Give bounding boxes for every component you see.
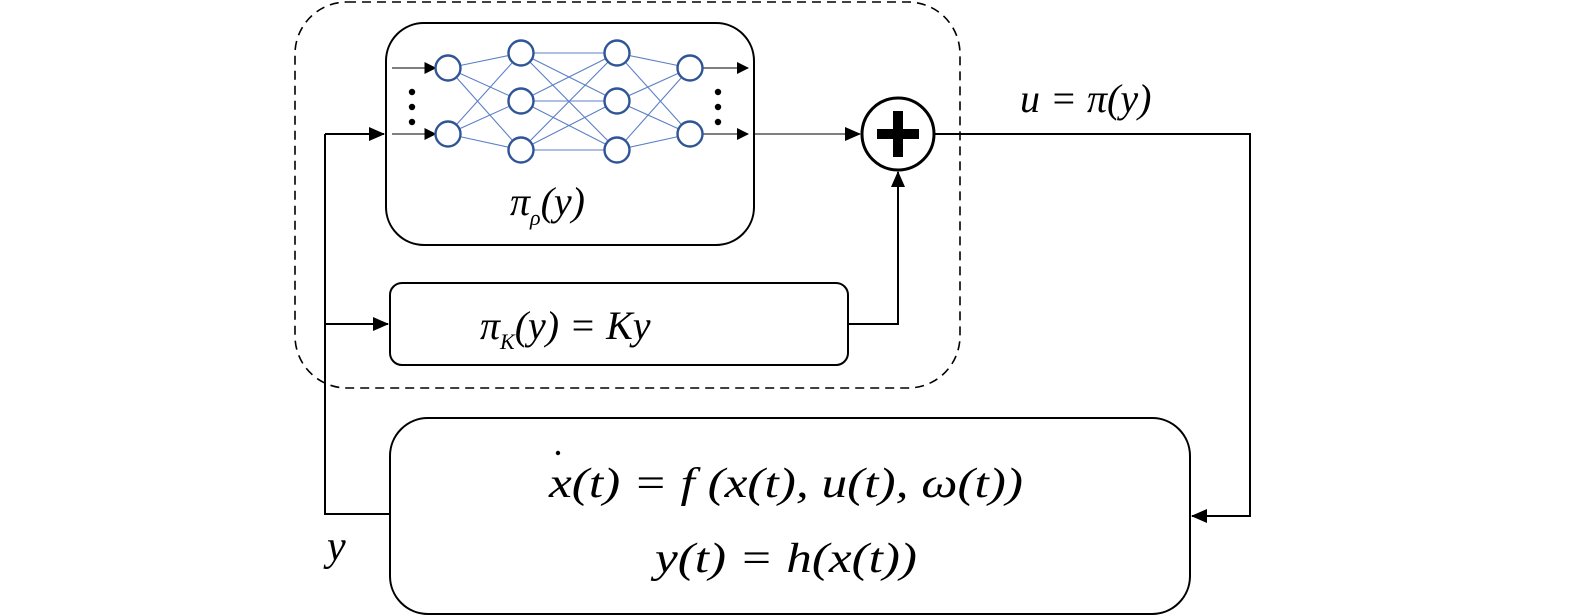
linear-policy-pi: π (480, 303, 501, 348)
neural-network-graphic (392, 39, 749, 164)
state-variable: x (548, 461, 572, 507)
plus-vertical-bar (893, 111, 903, 157)
linear-policy-subscript: K (499, 329, 516, 354)
nn-node-layer-0 (434, 54, 462, 82)
control-signal-wire (934, 133, 1251, 523)
nn-node-layer-1 (507, 136, 535, 164)
control-signal-label: u = π(y) (1020, 76, 1151, 121)
feedback-wire (324, 134, 390, 515)
nn-edge (616, 52, 691, 135)
controller-group-dashed-box (294, 1, 961, 389)
neural-policy-pi: π (510, 179, 531, 224)
nn-edge (447, 67, 522, 151)
linear-policy-label: πK(y) = Ky (480, 303, 651, 354)
ellipsis-dot (714, 118, 722, 126)
plant-equation-output: y(t) = h(x(t)) (650, 536, 917, 582)
nn-node-layer-2 (603, 136, 631, 164)
neural-policy-argument: (y) (541, 179, 585, 224)
nn-edge (520, 52, 618, 151)
nn-node-layer-1 (507, 39, 535, 67)
feedback-label: y (323, 524, 346, 570)
nn-edge (447, 52, 522, 135)
summing-junction[interactable] (860, 96, 936, 172)
neural-policy-label: πρ(y) (510, 179, 585, 230)
nn-node-layer-0 (434, 120, 462, 148)
nn-node-layer-2 (603, 87, 631, 115)
nn-node-layer-3 (676, 54, 704, 82)
nn-edge (520, 52, 618, 102)
ellipsis-dot (408, 118, 416, 126)
neural-policy-subscript: ρ (529, 205, 541, 230)
neural-policy-box[interactable] (385, 22, 755, 246)
ellipsis-dot (714, 103, 722, 111)
nn-edge (520, 100, 618, 151)
plant-box[interactable] (389, 417, 1191, 615)
plant-equation-state: x(t) = f (x(t), u(t), ω(t)) (548, 461, 1023, 507)
linear-policy-rest: (y) = Ky (515, 303, 651, 348)
nn-node-layer-3 (676, 120, 704, 148)
wire-linear-to-sum (848, 171, 905, 325)
ellipsis-dot (714, 88, 722, 96)
nn-node-layer-2 (603, 39, 631, 67)
state-equation-rest: (t) = f (x(t), u(t), ω(t)) (572, 461, 1023, 507)
nn-edge (616, 67, 691, 151)
nn-input-ellipsis-icon (408, 88, 416, 126)
nn-output-ellipsis-icon (714, 88, 722, 126)
ellipsis-dot (408, 88, 416, 96)
state-derivative-dot (555, 450, 561, 456)
ellipsis-dot (408, 103, 416, 111)
nn-node-layer-1 (507, 87, 535, 115)
